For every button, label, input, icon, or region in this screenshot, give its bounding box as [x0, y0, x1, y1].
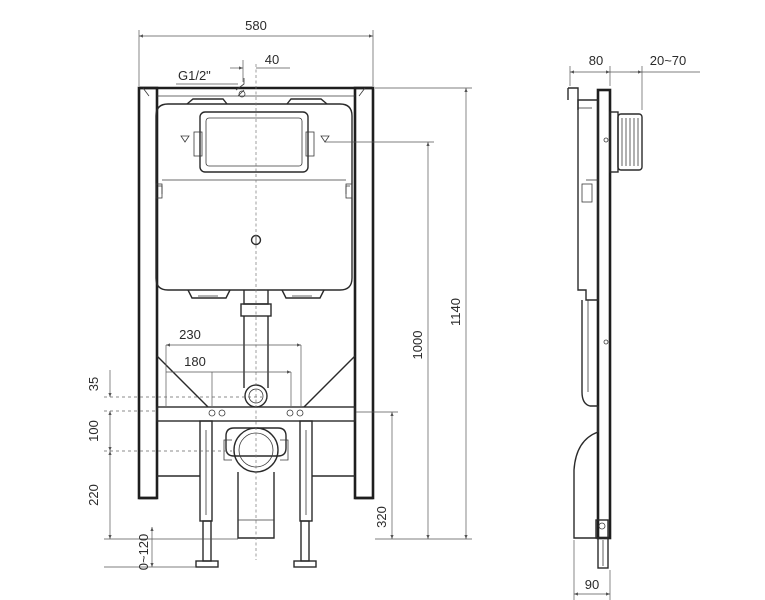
dim-1000-label: 1000: [410, 331, 425, 360]
dim-180-label: 180: [184, 354, 206, 369]
thread-g12-label: G1/2": [178, 68, 211, 83]
left-brace: [156, 355, 209, 408]
side-view: [567, 87, 643, 569]
side-dim-20-70-label: 20~70: [650, 53, 687, 68]
side-frame-post: [596, 88, 612, 540]
dim-230-label: 230: [179, 327, 201, 342]
water-inlet: [176, 78, 246, 98]
dim-40-label: 40: [265, 52, 279, 67]
dim-220-label: 220: [86, 484, 101, 506]
cistern-tank: [155, 103, 353, 291]
dim-100-label: 100: [86, 420, 101, 442]
dim-580-label: 580: [245, 18, 267, 33]
side-dim-90-label: 90: [585, 577, 599, 592]
right-foot: [293, 560, 317, 568]
drain-bend: [225, 427, 287, 457]
dim-1140-label: 1140: [448, 298, 463, 326]
right-frame-post: [353, 86, 375, 500]
side-flush-plate: [617, 113, 643, 171]
right-brace: [303, 355, 356, 408]
left-foot: [195, 560, 219, 568]
dim-35-label: 35: [86, 377, 101, 391]
service-opening: [199, 111, 309, 173]
left-frame-post: [137, 86, 159, 500]
side-cistern: [577, 99, 599, 301]
side-drain: [573, 431, 599, 539]
side-dim-80-label: 80: [589, 53, 603, 68]
dim-0-120-label: 0~120: [136, 534, 151, 571]
dim-320-label: 320: [374, 506, 389, 528]
